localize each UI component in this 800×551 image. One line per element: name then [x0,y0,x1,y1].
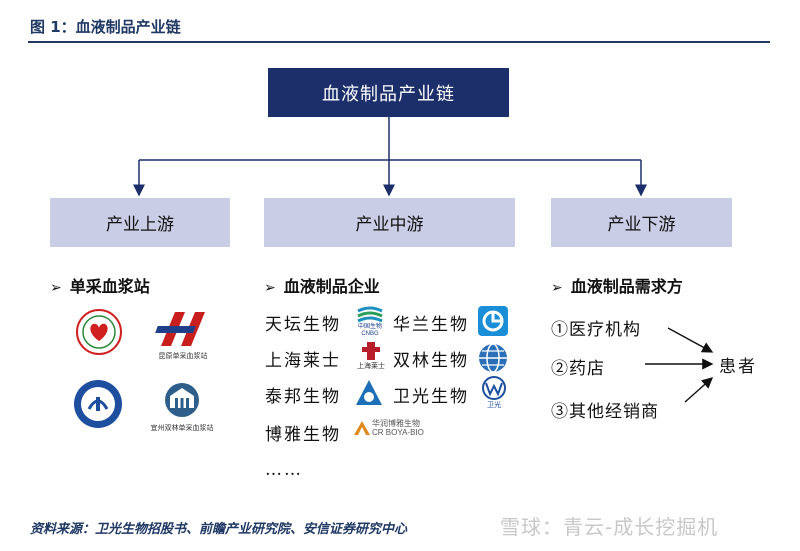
arrow-distributor-to-patient [684,377,714,403]
weiguang-logo-icon [482,376,506,400]
downstream-heading-text: 血液制品需求方 [570,277,683,296]
cnbg-logo: 中国生物 CNBG [352,305,388,339]
taibang-logo [356,380,382,405]
arrow-bullet-icon: ➢ [50,280,62,296]
hualan-logo [478,306,508,336]
plasma-station-heart-logo [76,309,122,355]
demand-item-other-distributors: ③其他经销商 [551,402,659,422]
company-shanghai-raas: 上海莱士 [265,351,341,371]
demand-item-hospitals: ①医疗机构 [551,320,641,340]
midstream-heading: ➢ 血液制品企业 [264,273,380,297]
raas-logo-icon [362,342,380,360]
ellipsis: …… [265,460,303,480]
plasma-station-blue-logo [74,380,122,428]
cnbg-logo-icon [357,306,383,323]
upstream-heading: ➢ 单采血浆站 [50,273,150,297]
kunyuan-logo-caption: 昆原单采血浆站 [158,353,208,360]
raas-logo-text: 上海莱士 [357,363,385,370]
yizhou-logo-caption: 宜州双林单采血浆站 [150,425,214,432]
stage-box-midstream: 产业中游 [264,198,515,247]
company-weiguang: 卫光生物 [393,387,469,407]
xueqiu-watermark: 雪球：青云-成长挖掘机 [500,515,719,539]
yizhou-logo-icon [165,383,199,417]
yizhou-shuanglin-plasma-station-logo: 宜州双林单采血浆站 [150,380,214,432]
arrow-bullet-icon: ➢ [551,280,563,296]
stage-box-upstream: 产业上游 [50,198,230,247]
midstream-heading-text: 血液制品企业 [283,277,380,296]
title-underline [28,41,770,43]
weiguang-logo-text: 卫光 [487,402,501,409]
stage-box-downstream: 产业下游 [551,198,732,247]
source-note: 资料来源：卫光生物招股书、前瞻产业研究院、安信证券研究中心 [30,522,408,537]
cnbg-logo-text: 中国生物 CNBG [357,324,382,337]
company-shuanglin: 双林生物 [393,351,469,371]
company-boya: 博雅生物 [265,425,341,445]
patients-label: 患者 [719,357,757,377]
shuanglin-globe-logo [479,343,507,373]
boya-logo-icon [354,421,370,435]
boya-logo: 华润博雅生物 CR BOYA-BIO [352,419,438,445]
arrow-bullet-icon: ➢ [264,280,276,296]
kunyuan-logo-icon [155,310,209,350]
figure-title: 图 1：血液制品产业链 [30,18,181,36]
top-box-industry-chain: 血液制品产业链 [268,68,509,117]
downstream-heading: ➢ 血液制品需求方 [551,273,683,297]
boya-logo-text: 华润博雅生物 CR BOYA-BIO [372,419,424,437]
kunyuan-plasma-station-logo: 昆原单采血浆站 [151,306,215,360]
upstream-heading-text: 单采血浆站 [69,277,150,296]
weiguang-logo: 卫光 [478,376,510,410]
company-hualan: 华兰生物 [393,315,469,335]
demand-item-pharmacies: ②药店 [551,359,605,379]
company-tiantan: 天坛生物 [265,315,341,335]
arrow-hospital-to-patient [667,327,714,353]
shanghai-raas-logo: 上海莱士 [354,341,388,371]
company-taibang: 泰邦生物 [265,387,341,407]
